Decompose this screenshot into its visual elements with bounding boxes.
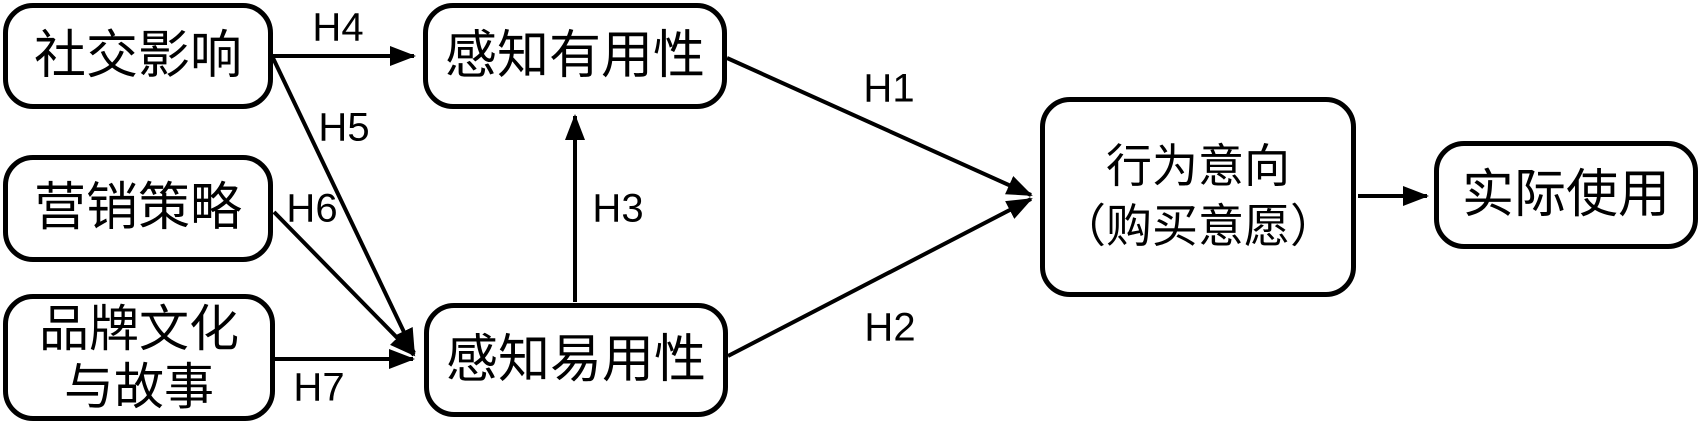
node-perceived-ease-of-use-label: 感知易用性: [445, 330, 706, 389]
node-brand-culture-story-line1: 品牌文化: [39, 300, 239, 357]
node-perceived-usefulness: 感知有用性: [423, 3, 727, 109]
edge-h6-arrow: [272, 210, 416, 357]
edge-label-h3: H3: [592, 186, 644, 231]
node-social-influence: 社交影响: [3, 3, 273, 109]
node-marketing-strategy-label: 营销策略: [33, 179, 242, 238]
node-actual-use: 实际使用: [1434, 141, 1698, 249]
edge-label-h6: H6: [286, 186, 338, 231]
edge-label-h5: H5: [318, 105, 370, 150]
edge-h1-arrow: [726, 56, 1033, 197]
edge-h5-arrow: [271, 57, 416, 355]
node-behavioral-intention-line2: （购买意愿）: [1060, 200, 1336, 252]
node-marketing-strategy: 营销策略: [3, 155, 273, 262]
node-brand-culture-story: 品牌文化 与故事: [3, 294, 275, 421]
node-perceived-usefulness-label: 感知有用性: [444, 26, 705, 85]
node-behavioral-intention-line1: 行为意向: [1106, 140, 1290, 193]
node-actual-use-label: 实际使用: [1461, 165, 1670, 224]
edge-label-h2: H2: [864, 305, 916, 350]
edge-label-h7: H7: [293, 365, 345, 410]
node-behavioral-intention: 行为意向 （购买意愿）: [1040, 97, 1356, 297]
edge-label-h1: H1: [863, 66, 915, 111]
node-social-influence-label: 社交影响: [33, 26, 242, 85]
edge-label-h4: H4: [312, 5, 364, 50]
edge-h2-arrow: [727, 197, 1033, 358]
node-perceived-ease-of-use: 感知易用性: [424, 303, 728, 417]
node-brand-culture-story-line2: 与故事: [64, 358, 214, 415]
